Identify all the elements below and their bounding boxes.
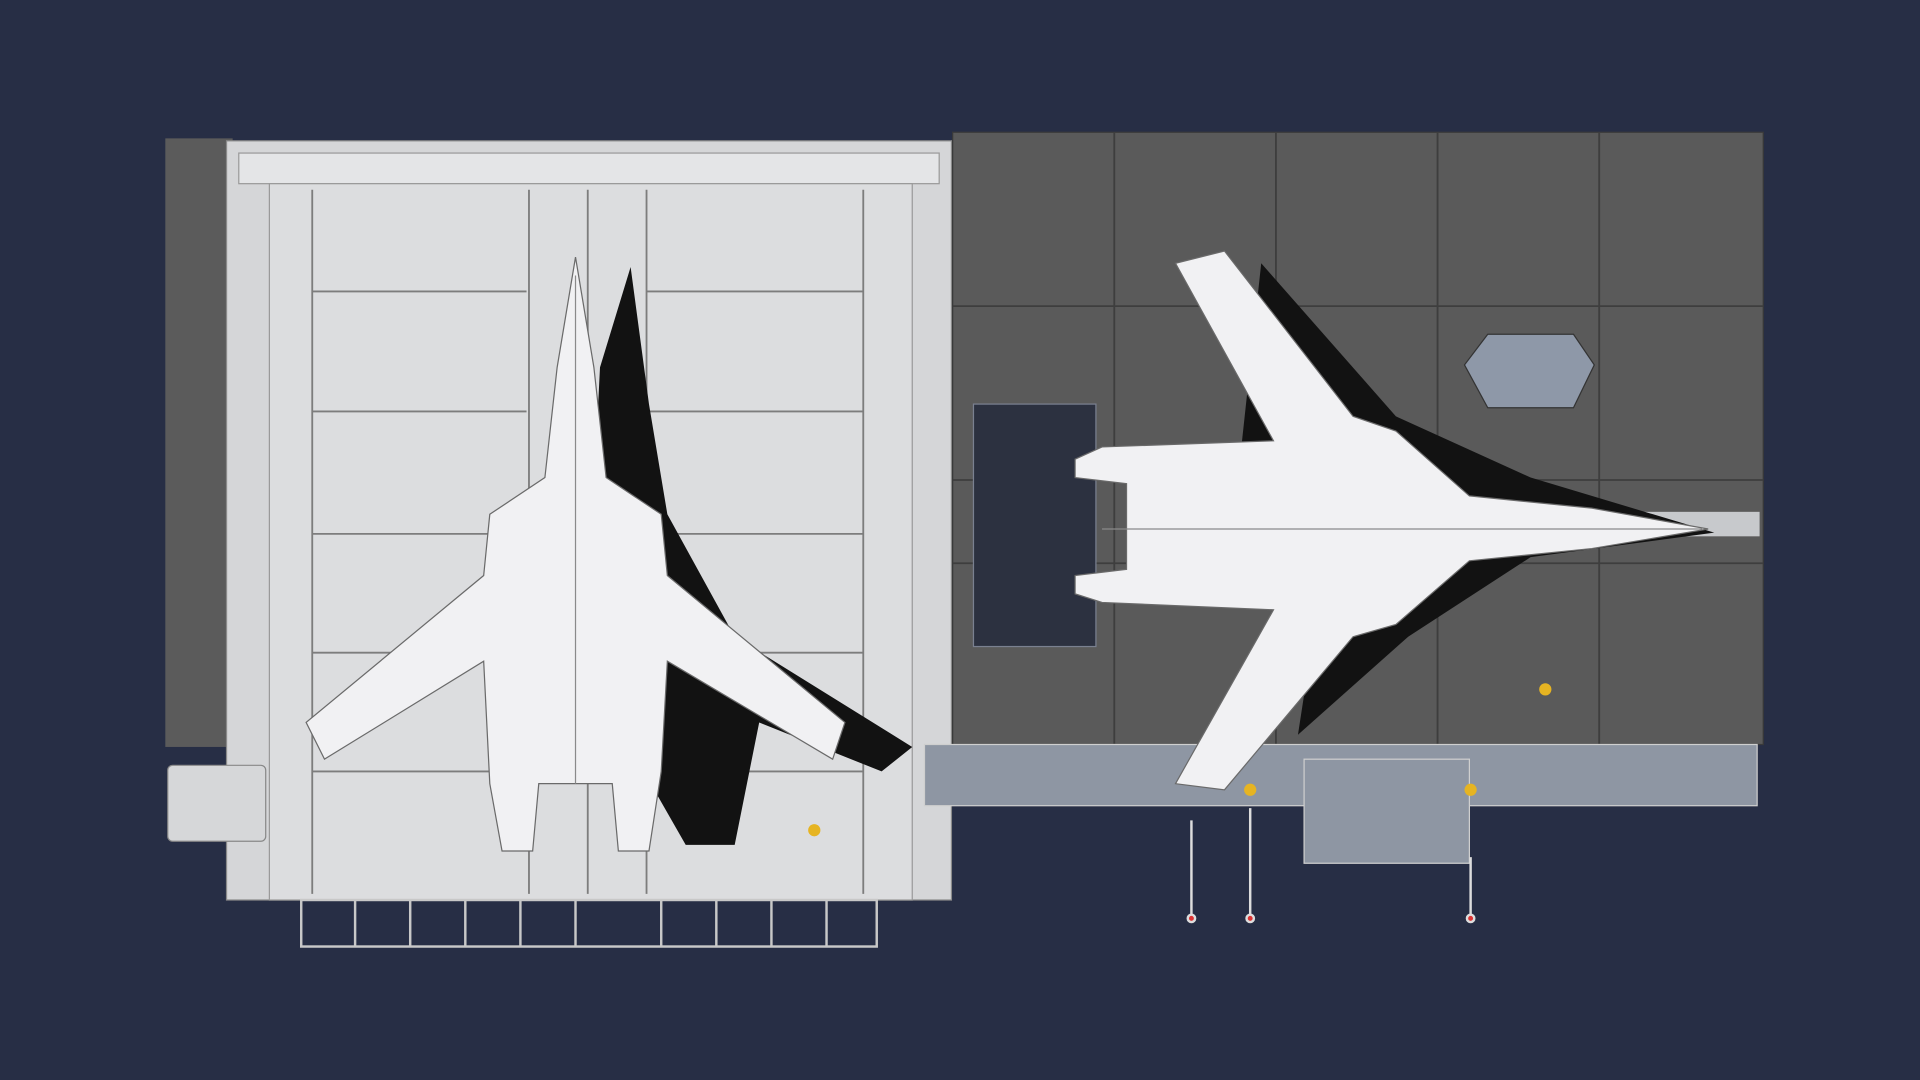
- crew-member: [1539, 683, 1552, 696]
- warning-posts: [1186, 808, 1476, 924]
- left-side-panel: [165, 138, 233, 747]
- aircraft-vertical-shadow: [587, 266, 913, 845]
- hangar-frame-inner: [238, 152, 940, 185]
- deck-hatch: [1463, 333, 1595, 409]
- crew-member: [1244, 783, 1257, 796]
- blast-deflector: [972, 403, 1097, 648]
- deck-lower-annex: [1303, 758, 1470, 864]
- crew-members: [808, 683, 1552, 837]
- aircraft-horizontal: [1074, 250, 1715, 791]
- generator-unit: [167, 764, 267, 842]
- aircraft-horizontal-body: [1074, 250, 1709, 791]
- hangar-base-rail: [300, 898, 878, 948]
- crew-member: [1464, 783, 1477, 796]
- aircraft-vertical: [305, 257, 913, 852]
- crew-member: [808, 824, 821, 837]
